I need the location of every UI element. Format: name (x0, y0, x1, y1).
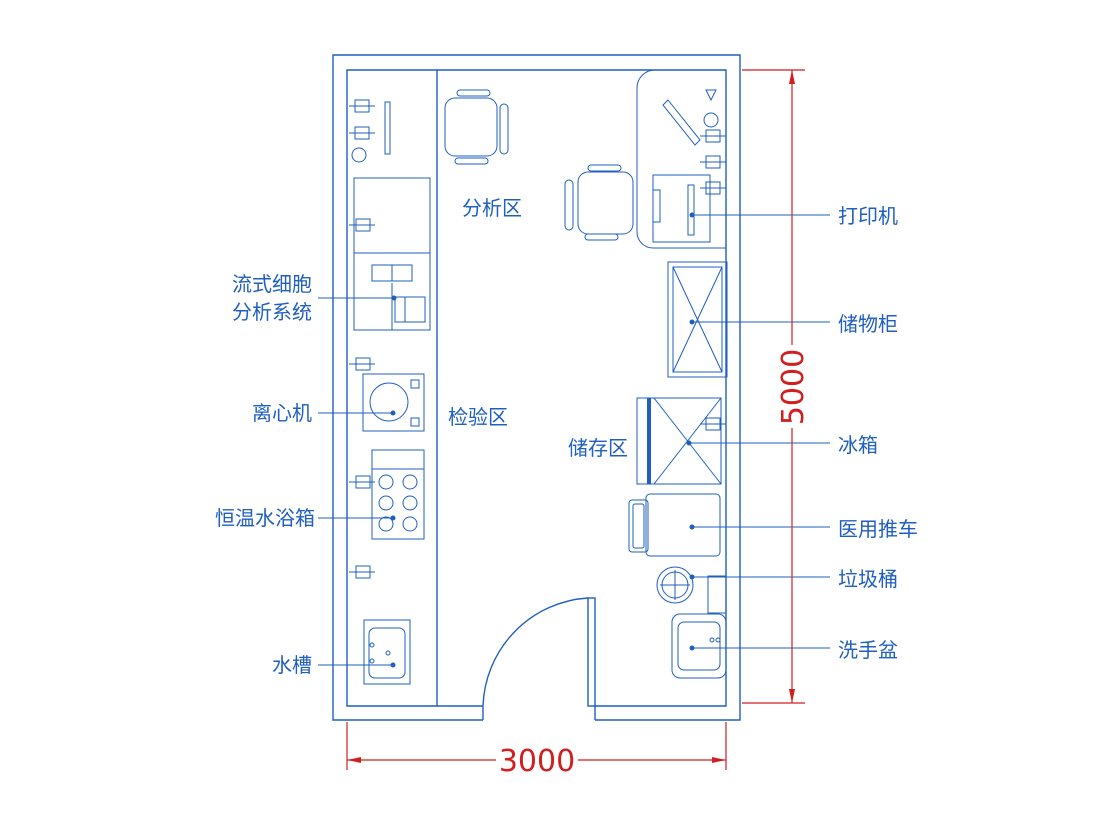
chair-analysis-2 (564, 164, 634, 241)
dimension-height-text: 5000 (776, 349, 811, 425)
zone-label-analysis: 分析区 (462, 196, 522, 220)
label-water-bath: 恒温水浴箱 (215, 506, 315, 530)
zone-label-storage: 储存区 (568, 436, 628, 460)
label-trash: 垃圾桶 (838, 567, 898, 591)
label-cart: 医用推车 (838, 517, 918, 541)
label-printer: 打印机 (838, 204, 898, 228)
sink-symbol (363, 619, 411, 685)
chair-analysis-1 (444, 89, 509, 165)
leader-lines-right (689, 214, 830, 649)
wash-basin-symbol (671, 613, 727, 679)
label-flow-cytometer-1: 流式细胞 (232, 272, 312, 296)
leader-lines-left (318, 297, 394, 666)
water-bath-symbol (371, 449, 425, 540)
outlet-icons-left (349, 99, 391, 579)
label-centrifuge: 离心机 (252, 401, 312, 425)
label-fridge: 冰箱 (838, 433, 878, 457)
flow-cytometer-symbol (353, 177, 431, 331)
door (482, 597, 596, 707)
label-basin: 洗手盆 (838, 638, 898, 662)
printer-desk-symbol (636, 69, 726, 249)
zone-label-testing: 检验区 (448, 405, 508, 429)
trash-bin-symbol (656, 566, 727, 614)
medical-cart-symbol (628, 493, 721, 557)
fridge-symbol (636, 397, 726, 485)
dimension-height (742, 69, 805, 704)
dimension-width (346, 722, 727, 770)
label-flow-cytometer-2: 分析系统 (232, 300, 312, 324)
centrifuge-symbol (362, 373, 425, 432)
dimension-width-text: 3000 (499, 744, 575, 779)
walls (332, 54, 741, 721)
storage-cabinet-symbol (667, 261, 728, 378)
label-sink: 水槽 (272, 653, 312, 677)
label-cabinet: 储物柜 (838, 312, 898, 336)
